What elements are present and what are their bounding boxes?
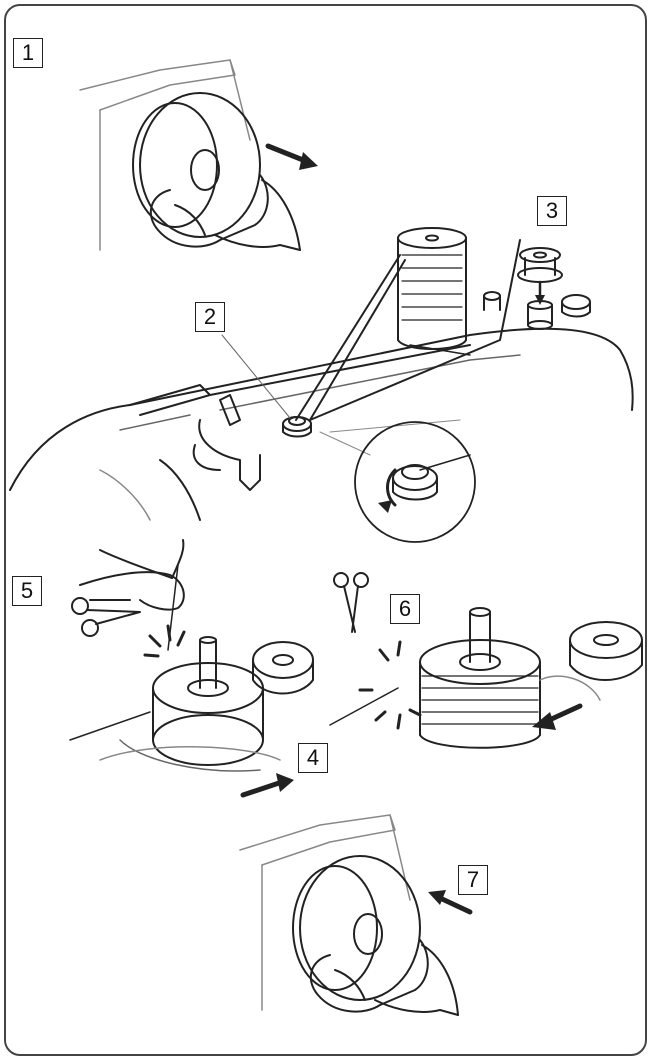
bobbin-on-spindle-icon — [69, 636, 314, 772]
thread-guide-detail-icon — [319, 419, 476, 543]
step-label-6: 6 — [390, 594, 420, 624]
wound-bobbin-icon — [419, 607, 643, 749]
thread-guide-icon — [282, 416, 312, 438]
arrow-push-in-icon — [428, 890, 473, 915]
arrow-pull-right-icon — [265, 143, 318, 170]
thread-spool-icon — [397, 227, 471, 356]
step-label-5: 5 — [12, 576, 42, 606]
step-label-1: 1 — [13, 38, 43, 68]
burst-marks-2 — [329, 640, 422, 730]
step-label-3: 3 — [537, 196, 567, 226]
step-label-4: 4 — [298, 743, 328, 773]
step-label-2: 2 — [195, 302, 225, 332]
arrow-push-right-icon — [240, 773, 294, 798]
scissors-icon-2 — [333, 572, 369, 633]
bobbin-winder-spindle-icon — [483, 247, 591, 330]
leader-line-2 — [221, 334, 291, 419]
burst-marks — [143, 624, 186, 658]
handwheel-push-in-scene — [239, 814, 459, 1016]
handwheel-pull-out-scene — [79, 59, 301, 251]
illustration-frame — [4, 4, 647, 1056]
step-label-7: 7 — [458, 865, 488, 895]
scissors-icon — [71, 597, 141, 637]
arrow-push-left-icon — [532, 703, 583, 730]
thread-path — [295, 239, 521, 421]
machine-top-scene — [9, 327, 634, 521]
